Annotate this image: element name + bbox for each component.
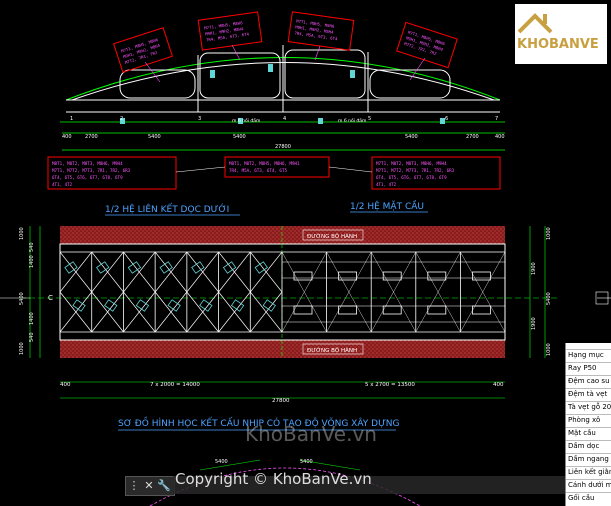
- svg-text:1900: 1900: [531, 262, 537, 275]
- lower-bracing-pattern: [59, 251, 283, 333]
- center-mark: C: [48, 294, 53, 302]
- dim-label: 400: [62, 134, 72, 140]
- plan-side-dims-right: 1000 1900 5400 1900 1000: [529, 226, 552, 358]
- svg-text:M7T1, M8H5, M8H6: M7T1, M8H5, M8H6: [296, 18, 335, 28]
- legend-row: Ray P50: [566, 362, 611, 373]
- lower-callouts: M8T1, M8T2, M8T3, M8H6, M9H4 M7T1, M7T2,…: [47, 156, 501, 190]
- dim-label: 5400: [405, 134, 418, 140]
- svg-text:5400: 5400: [19, 292, 25, 305]
- elevation-dims: 400 2700 5400 5400 5400 2700 400 27800: [62, 134, 505, 150]
- svg-text:540: 540: [29, 242, 35, 252]
- copyright-watermark: Copyright © KhoBanVe.vn: [175, 470, 372, 488]
- title-deck: 1/2 HỆ MẶT CẦU: [350, 199, 424, 212]
- svg-text:5400: 5400: [546, 292, 552, 305]
- watermark-main: KhoBanVe.vn: [245, 422, 377, 446]
- svg-text:7R4, M5A, 6T3, 6T4: 7R4, M5A, 6T3, 6T4: [294, 30, 338, 41]
- dim-end: 400: [493, 382, 504, 388]
- section-mark: 1: [70, 116, 73, 122]
- svg-text:1400: 1400: [29, 255, 35, 268]
- svg-text:M7T1, M7T2, M7T3, 7R1, 7R2, 6R: M7T1, M7T2, M7T3, 7R1, 7R2, 6R3: [52, 168, 131, 173]
- legend-row: Mặt cầu: [566, 427, 611, 438]
- wrench-icon[interactable]: 🔧: [157, 479, 171, 492]
- plan-side-dims-left: 1000 540 1400 5400 1400 540 1000: [19, 226, 41, 358]
- dim-total: 27800: [275, 144, 291, 150]
- command-line[interactable]: [173, 476, 565, 494]
- svg-text:1000: 1000: [546, 227, 552, 240]
- legend-row: Phòng xô: [566, 414, 611, 425]
- dim-label: 2700: [466, 134, 479, 140]
- section-mark: 2: [120, 116, 123, 122]
- legend-row: Liên kết giằng: [566, 466, 611, 477]
- plan-view: [20, 226, 560, 358]
- section-mark: 4: [283, 116, 286, 122]
- svg-text:M8T1, M8T2, M8T3, M8H6, M9H4: M8T1, M8T2, M8T3, M8H6, M9H4: [52, 161, 123, 166]
- dim-left: 7 x 2000 = 14000: [150, 382, 200, 388]
- svg-text:1400: 1400: [29, 312, 35, 325]
- close-icon[interactable]: ✕: [144, 479, 154, 492]
- truss-elevation: [60, 45, 505, 151]
- legend-row: Dầm ngang: [566, 453, 611, 464]
- svg-text:6T4, 6T5, 6T6, 6T7, 6T8, 6T9: 6T4, 6T5, 6T6, 6T7, 6T8, 6T9: [376, 175, 447, 180]
- joint-label: m 6 nối đầm: [232, 116, 260, 124]
- dim-label: 5400: [148, 134, 161, 140]
- svg-text:1000: 1000: [19, 342, 25, 355]
- dim-label: 5400: [233, 134, 246, 140]
- joint-label: m 6 nối đầm: [338, 116, 366, 124]
- svg-text:M7T1, M8H5, M8H6: M7T1, M8H5, M8H6: [204, 20, 243, 30]
- legend-row: Dầm dọc: [566, 440, 611, 451]
- elevation-callouts: M7T1, M8H5, M8H6 M9H1, M9H2, M8H4 M7T2, …: [113, 11, 458, 83]
- svg-text:6T4, 6T5, 6T6, 6T7, 6T8, 6T9: 6T4, 6T5, 6T6, 6T7, 6T8, 6T9: [52, 175, 123, 180]
- svg-text:M9H1, M9H2, M8H4: M9H1, M9H2, M8H4: [205, 26, 244, 36]
- legend-row: Cánh dưới mặt: [566, 479, 611, 490]
- svg-text:1000: 1000: [19, 227, 25, 240]
- legend-row: Hạng mục: [566, 349, 611, 360]
- grip-icon[interactable]: ⋮: [128, 479, 140, 492]
- legend-row: Đệm cao su: [566, 375, 611, 386]
- dim-label: 2700: [85, 134, 98, 140]
- deck-grid-pattern: [281, 251, 506, 333]
- section-mark: 3: [198, 116, 201, 122]
- legend-row: Tà vẹt gỗ 20x: [566, 401, 611, 412]
- svg-text:M7T1, M7T2, M7T3, 7R1, 7R2, 6R: M7T1, M7T2, M7T3, 7R1, 7R2, 6R3: [376, 168, 455, 173]
- dim-label: 400: [495, 134, 505, 140]
- dim-total: 27800: [272, 398, 290, 404]
- legend-row: Gối cầu: [566, 492, 611, 503]
- svg-text:7R4, M5A, 6T3, 6T4: 7R4, M5A, 6T3, 6T4: [206, 31, 250, 42]
- svg-text:M7T1, M8T2, M8T3, M8H6, M9H4: M7T1, M8T2, M8T3, M8H6, M9H4: [376, 161, 447, 166]
- title-lower-bracing: 1/2 HỆ LIÊN KẾT DỌC DƯỚI: [105, 203, 229, 215]
- cad-toolbar[interactable]: ⋮ ✕ 🔧: [125, 476, 175, 496]
- svg-text:M8T1, M8T2, M8H5, M8H6, M9H1: M8T1, M8T2, M8H5, M8H6, M9H1: [229, 161, 300, 166]
- elevation-section-marks: 1 2 3 4 5 6 7: [70, 116, 498, 122]
- svg-text:1000: 1000: [546, 343, 552, 356]
- walkway-label-bottom: ĐƯỜNG BỘ HÀNH: [307, 347, 357, 354]
- dim-right: 5 x 2700 = 13500: [365, 382, 415, 388]
- section-mark: 6: [445, 116, 448, 122]
- section-mark: 7: [495, 116, 498, 122]
- plan-dims: 7 x 2000 = 14000 5 x 2700 = 13500 400 40…: [48, 294, 505, 404]
- dim-label: 5400: [300, 459, 313, 465]
- walkway-label-top: ĐƯỜNG BỘ HÀNH: [307, 233, 357, 240]
- svg-text:7R4, M5A, 6T3, 6T4, 6T5: 7R4, M5A, 6T3, 6T4, 6T5: [229, 168, 287, 173]
- svg-text:4T1, 4T2: 4T1, 4T2: [52, 182, 73, 187]
- title-geometry: SƠ ĐỒ HÌNH HỌC KẾT CẤU NHỊP CÓ TẠO ĐỘ VÕ…: [118, 416, 400, 429]
- svg-text:1900: 1900: [531, 317, 537, 330]
- walkway-labels: ĐƯỜNG BỘ HÀNH ĐƯỜNG BỘ HÀNH: [302, 229, 364, 355]
- svg-text:M9H1, M9H2, M8H4: M9H1, M9H2, M8H4: [295, 24, 334, 34]
- crosshair-cursor: [0, 291, 611, 305]
- svg-text:540: 540: [29, 332, 35, 342]
- svg-text:KHOBANVE: KHOBANVE: [517, 37, 599, 52]
- dim-end: 400: [60, 382, 71, 388]
- elevation-joint-labels: m 6 nối đầm m 6 nối đầm: [232, 116, 366, 124]
- legend-row: Đệm tà vẹt: [566, 388, 611, 399]
- svg-text:4T1, 4T2: 4T1, 4T2: [376, 182, 397, 187]
- section-mark: 5: [368, 116, 371, 122]
- khobanve-logo: KHOBANVE: [515, 4, 607, 64]
- dim-label: 5400: [215, 459, 228, 465]
